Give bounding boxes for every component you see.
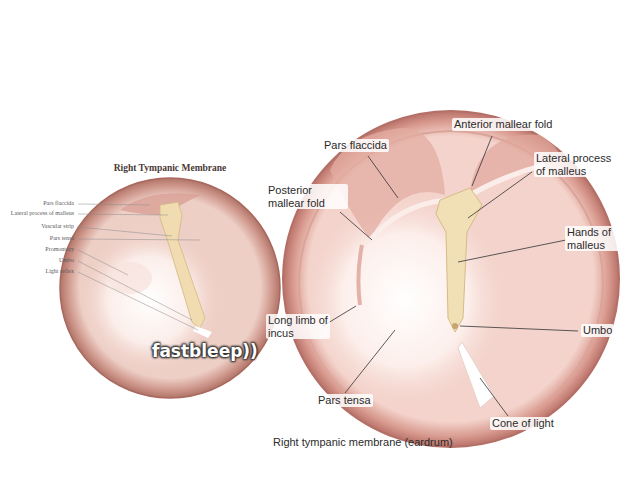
part-label: Light reflex	[2, 268, 74, 275]
leader-line	[78, 204, 150, 205]
light-reflex	[193, 326, 212, 338]
leader-lines-left	[78, 204, 200, 330]
figure-caption: Right tympanic membrane (eardrum)	[273, 436, 453, 449]
part-label: Cone of light	[490, 417, 556, 430]
part-label: Promontory	[2, 246, 74, 253]
watermark: fastbleep))	[152, 342, 258, 362]
leader-line	[78, 261, 192, 320]
cone-of-light	[458, 342, 494, 408]
posterior-fold	[370, 200, 445, 240]
part-label: Pars tensa	[2, 235, 74, 242]
leader-line	[340, 212, 372, 240]
part-label: Lateral process of malleus	[534, 152, 624, 177]
promontory	[108, 262, 152, 294]
part-label: Anterior mallear fold	[452, 118, 554, 131]
leader-line	[468, 172, 532, 218]
malleus	[436, 188, 482, 332]
part-label: Long limb of incus	[266, 314, 330, 339]
leader-line	[472, 136, 492, 186]
eardrum-rim	[60, 178, 280, 398]
leader-lines-right	[323, 136, 578, 416]
leader-line	[458, 240, 566, 262]
part-label: Lateral process of malleus	[2, 210, 74, 217]
leader-line	[460, 326, 578, 331]
part-label: Umbo	[2, 257, 74, 264]
leader-line	[368, 156, 398, 198]
incus-limb	[358, 245, 362, 305]
part-label: Umbo	[581, 324, 614, 337]
malleus	[160, 202, 205, 328]
leader-line	[480, 378, 508, 416]
leader-line	[78, 272, 198, 330]
part-label: Pars flaccida	[322, 139, 389, 152]
figure-title: Right Tympanic Membrane	[90, 163, 250, 174]
part-label: Pars tensa	[316, 394, 373, 407]
part-label: Vascular strip	[2, 223, 74, 230]
part-label: Posterior mallear fold	[266, 184, 348, 209]
leader-line	[78, 250, 128, 275]
leader-line	[78, 214, 168, 215]
leader-line	[345, 330, 395, 393]
leader-line	[78, 239, 200, 240]
left-eardrum	[60, 178, 280, 398]
umbo-dot	[452, 323, 458, 329]
leader-line	[78, 227, 172, 236]
pars-tensa-glow	[300, 190, 510, 410]
part-label: Hands of malleus	[565, 226, 635, 251]
part-label: Pars flaccida	[2, 200, 74, 207]
